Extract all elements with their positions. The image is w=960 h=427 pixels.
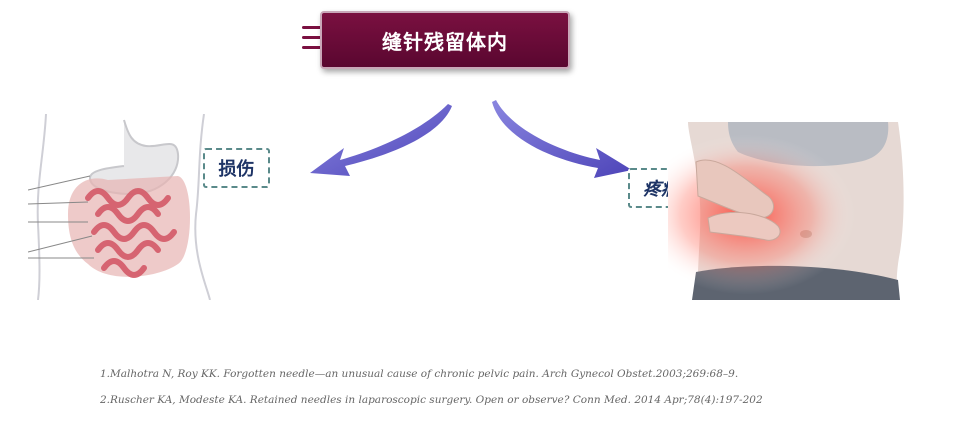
right-arrow — [492, 100, 632, 178]
title-box: 缝针残留体内 — [320, 11, 570, 69]
reference-1: 1.Malhotra N, Roy KK. Forgotten needle—a… — [100, 368, 739, 380]
title-text: 缝针残留体内 — [382, 29, 508, 54]
references: 1.Malhotra N, Roy KK. Forgotten needle—a… — [100, 368, 860, 420]
abdominal-pain-photo — [668, 122, 912, 300]
title-decoration — [302, 22, 336, 56]
injury-label: 损伤 — [203, 148, 270, 188]
intestine-illustration — [27, 113, 220, 301]
left-arrow — [310, 104, 452, 176]
reference-2: 2.Ruscher KA, Modeste KA. Retained needl… — [100, 394, 763, 406]
